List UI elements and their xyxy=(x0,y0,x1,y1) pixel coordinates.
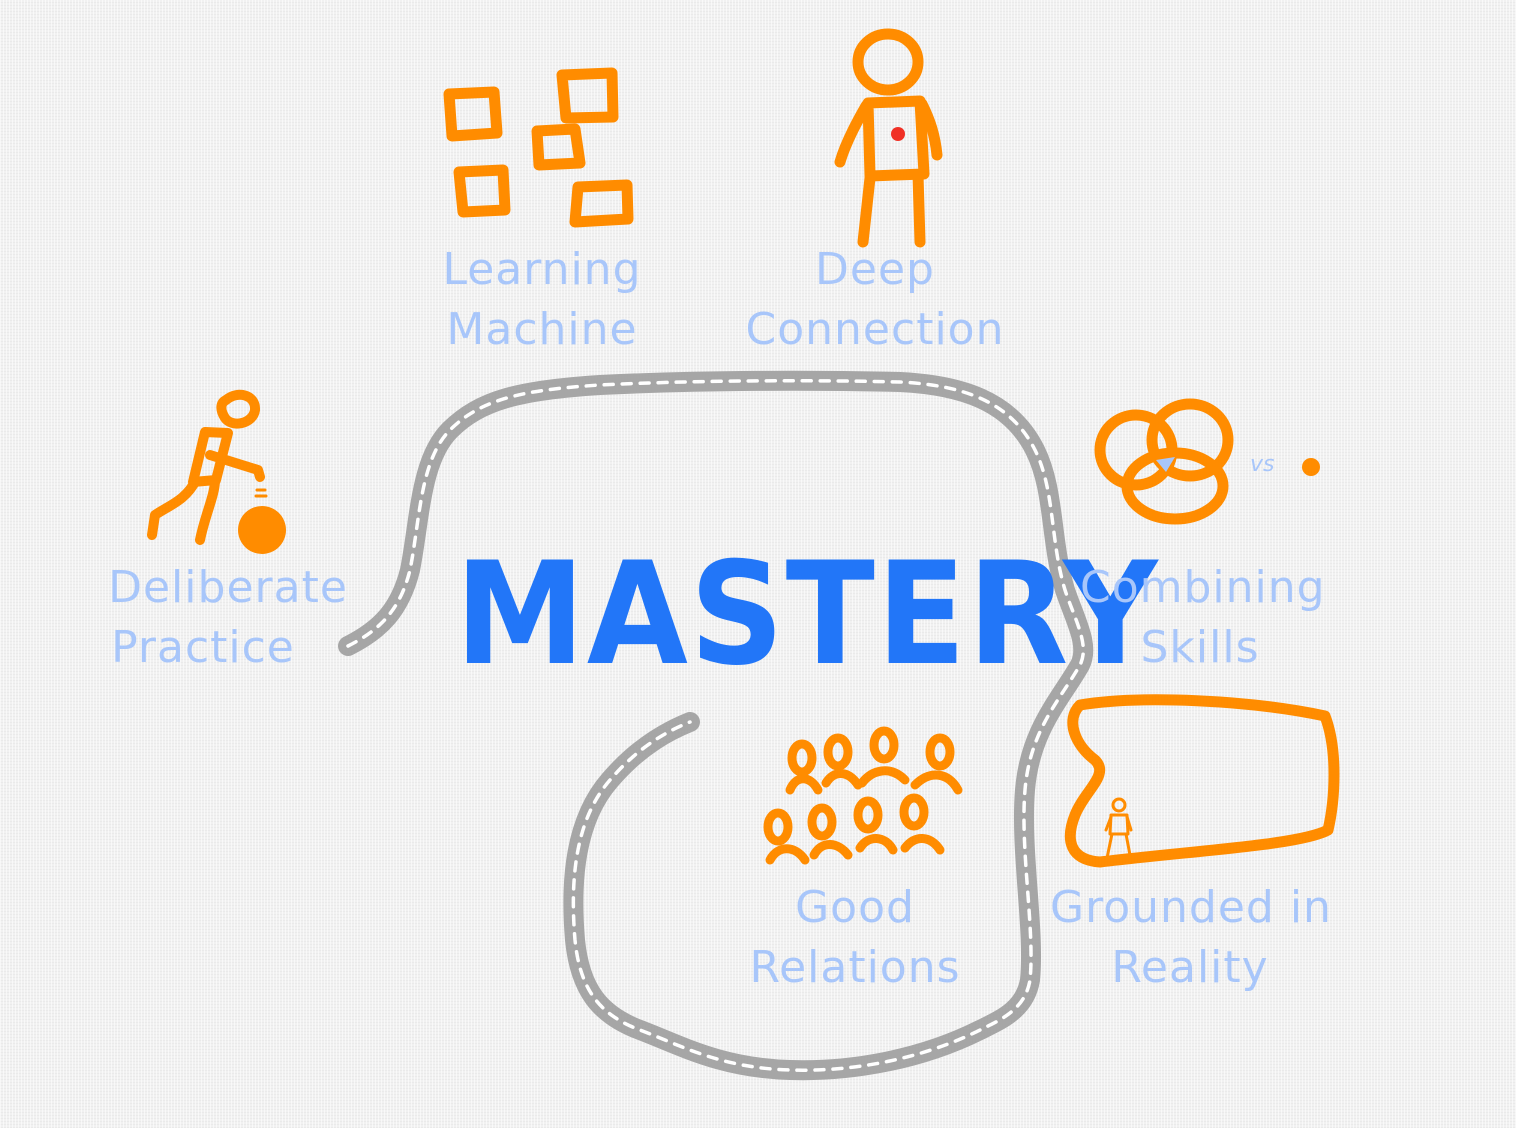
scattered-squares-icon xyxy=(443,67,634,228)
label-learning-machine: Learning Machine xyxy=(432,240,652,360)
label-line: Connection xyxy=(745,304,1005,355)
venn-diagram-icon xyxy=(1094,398,1234,525)
group-of-people-icon xyxy=(763,726,963,865)
label-deep-connection: Deep Connection xyxy=(745,240,1005,360)
person-with-heart-icon xyxy=(834,28,943,248)
label-line: Learning xyxy=(442,244,642,295)
label-line: Grounded in xyxy=(1050,882,1332,933)
heart-dot-icon xyxy=(891,127,905,141)
label-line: Machine xyxy=(446,304,638,355)
label-line: Deep xyxy=(815,244,935,295)
label-line: Practice xyxy=(111,622,295,673)
label-line: Deliberate xyxy=(108,562,348,613)
label-grounded-in-reality: Grounded in Reality xyxy=(1050,878,1332,998)
label-line: Relations xyxy=(749,942,961,993)
label-line: Skills xyxy=(1140,622,1260,673)
label-line: Reality xyxy=(1111,942,1269,993)
single-dot-icon xyxy=(1302,458,1320,476)
label-line: Combining xyxy=(1080,562,1326,613)
label-deliberate-practice: Deliberate Practice xyxy=(98,558,358,678)
vs-label: vs xyxy=(1250,452,1275,477)
label-combining-skills: Combining Skills xyxy=(1080,558,1326,678)
ball-icon xyxy=(238,506,286,554)
label-line: Good xyxy=(795,882,915,933)
venn-intersection xyxy=(1156,457,1175,472)
person-pushing-ball-icon xyxy=(147,389,265,545)
label-good-relations: Good Relations xyxy=(745,878,965,998)
page-title: MASTERY xyxy=(455,532,1160,697)
person-in-boundary-icon xyxy=(1064,694,1340,868)
road-icon xyxy=(338,370,1094,1081)
